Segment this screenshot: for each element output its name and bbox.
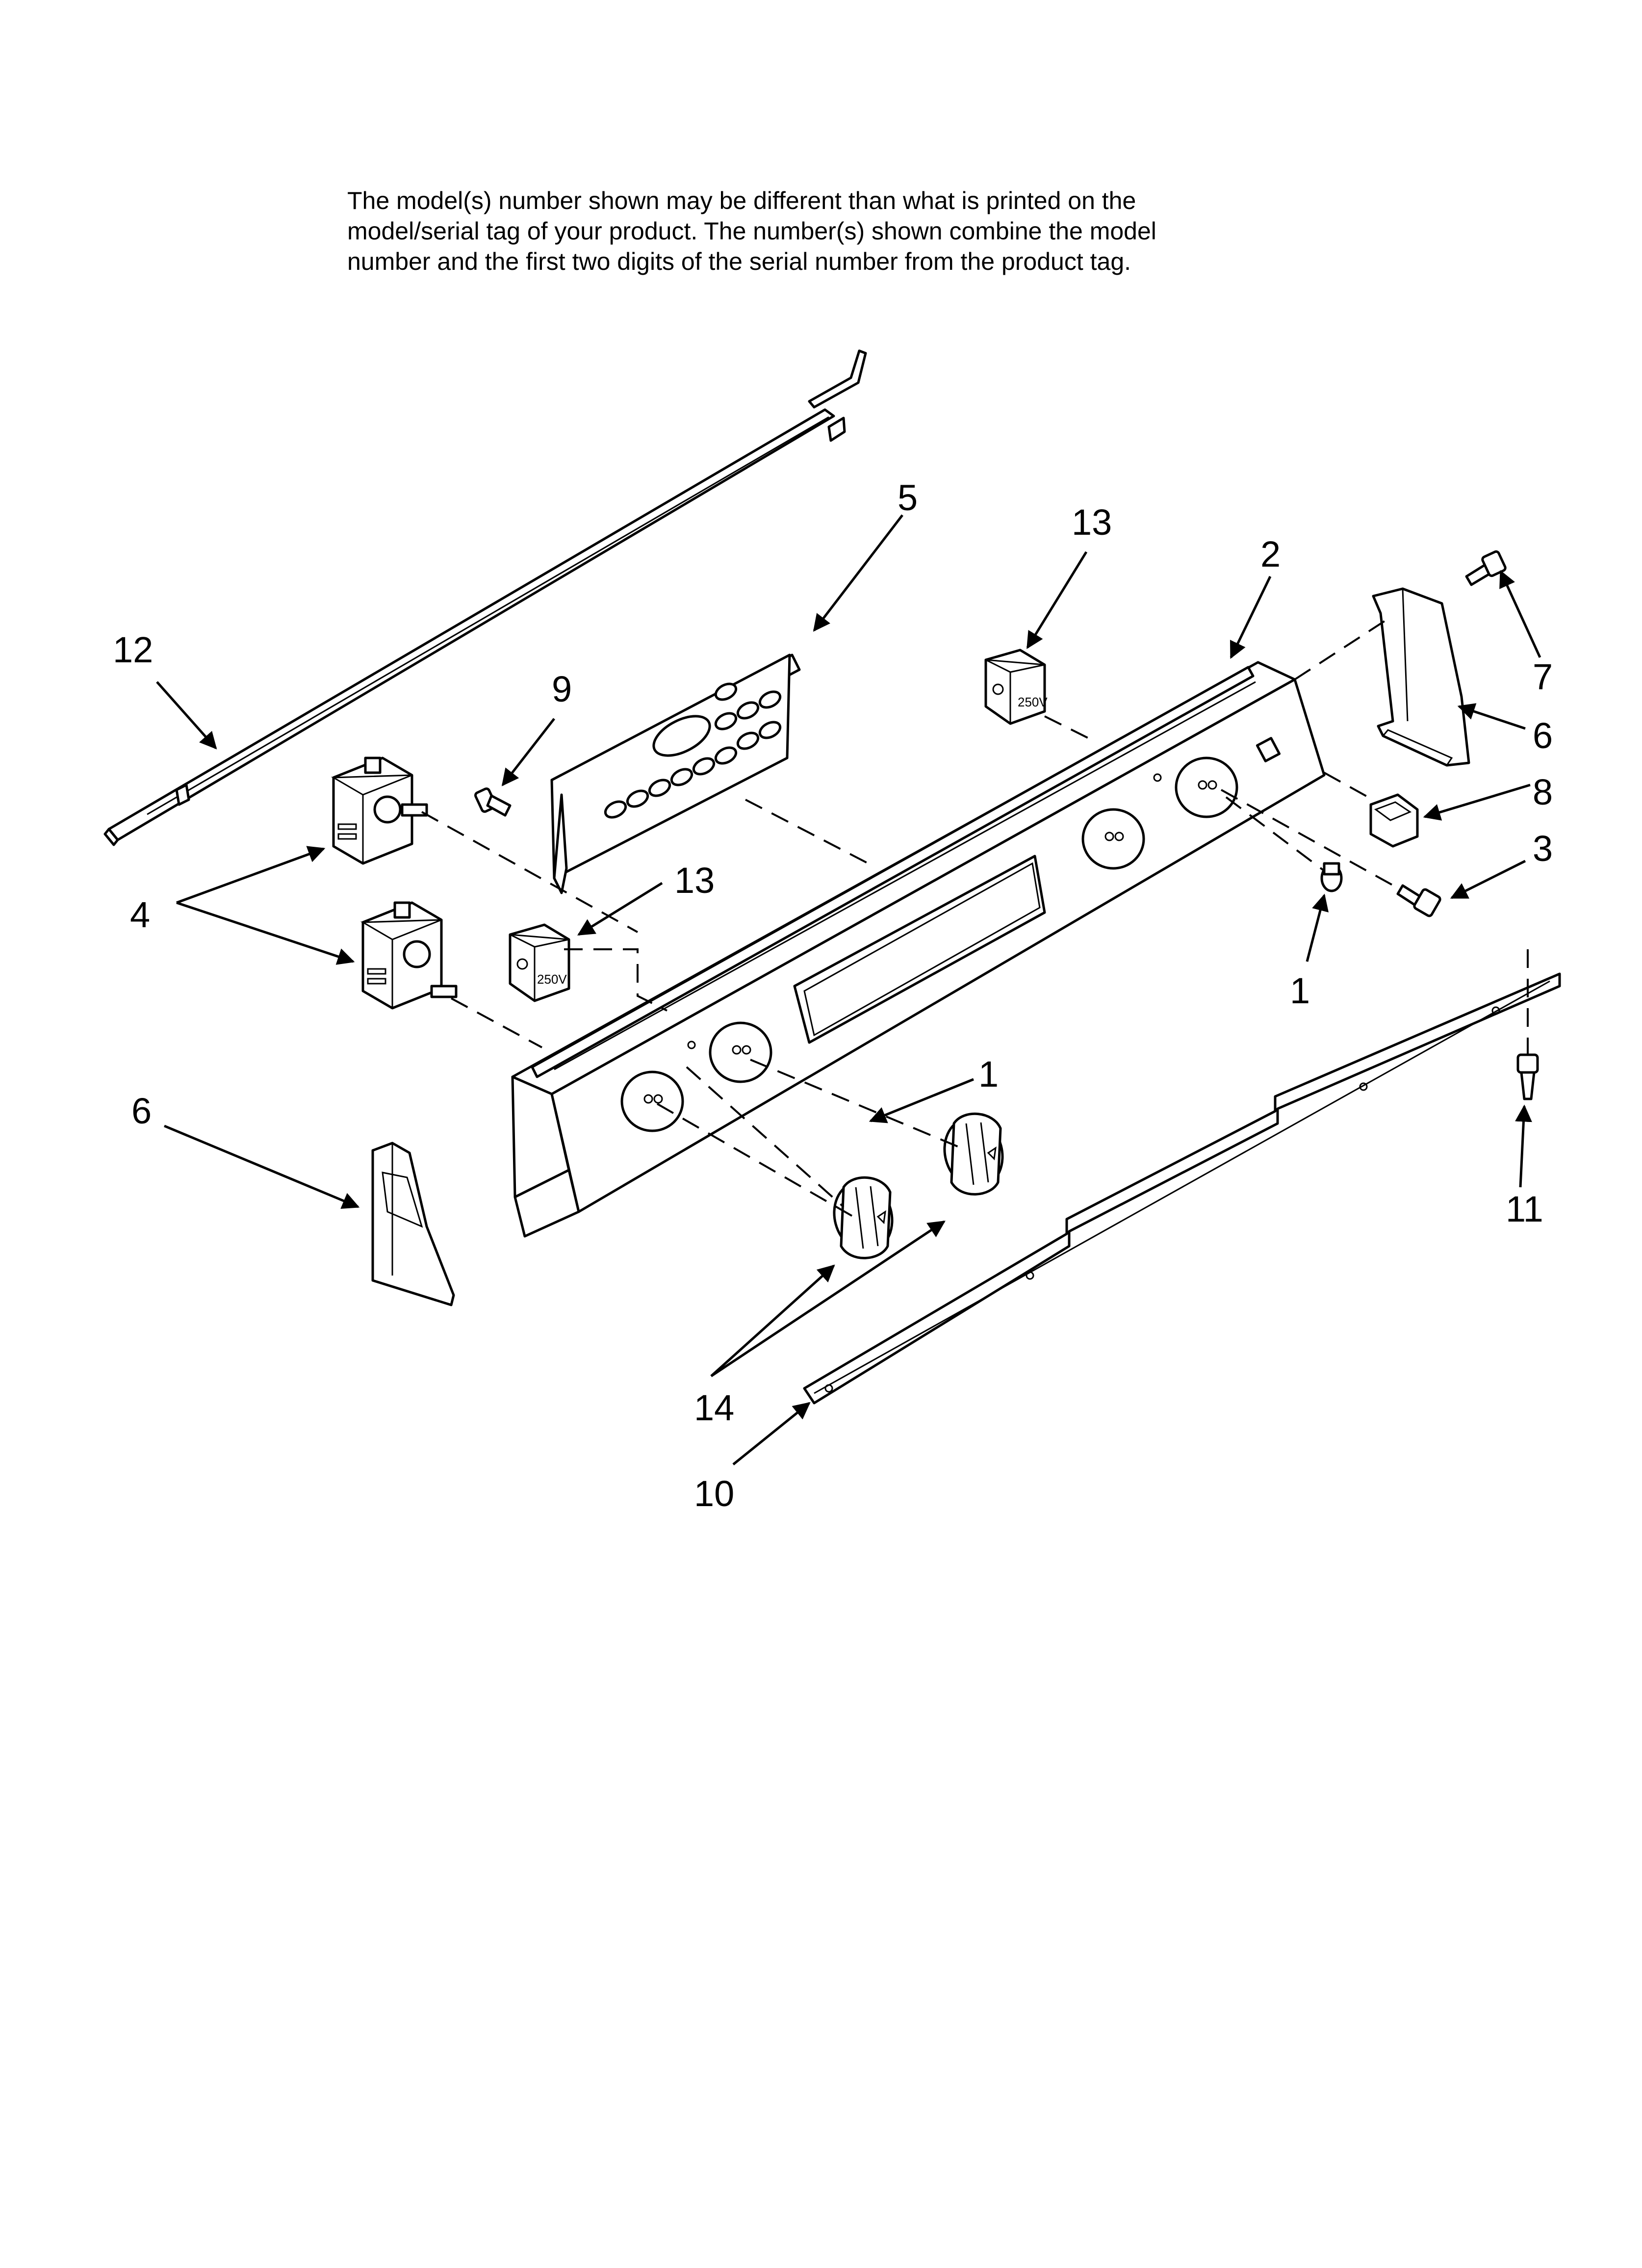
switch-13-upper-marking: 250V: [1018, 695, 1048, 709]
callout-5: 5: [898, 477, 918, 518]
touch-control-panel: [550, 653, 801, 894]
callout-8: 8: [1533, 772, 1553, 812]
callout-labels: 12 5 13 2 7 6 9 8 3 4 13 1 6 1 11 14 10: [113, 477, 1553, 1514]
screw-9: [474, 787, 512, 817]
notice-line-1: The model(s) number shown may be differe…: [347, 187, 1136, 214]
right-end-cap: [1372, 587, 1470, 767]
model-number-notice: The model(s) number shown may be differe…: [347, 185, 1328, 277]
screw-3: [1396, 884, 1441, 917]
knob-right: [943, 1112, 1004, 1196]
callout-3: 3: [1533, 828, 1553, 869]
callout-6-left: 6: [131, 1091, 152, 1131]
callout-13-upper: 13: [1072, 502, 1112, 543]
callout-1-left: 1: [978, 1054, 999, 1095]
callout-4: 4: [130, 894, 150, 935]
screw-7: [1465, 550, 1507, 586]
callout-13-lower: 13: [674, 860, 715, 901]
callout-6-right: 6: [1533, 715, 1553, 756]
callout-2: 2: [1260, 534, 1281, 574]
screw-11: [1516, 1053, 1539, 1100]
switch-13-lower: 250V: [509, 923, 570, 1002]
bottom-rail: [803, 972, 1561, 1405]
left-end-cap: [371, 1142, 455, 1306]
infinite-switch-lower: [360, 901, 458, 1010]
switch-13-lower-marking: 250V: [537, 972, 567, 987]
leader-arrows: [156, 514, 1541, 1465]
top-trim-strip: [103, 349, 867, 846]
infinite-switch-upper: [331, 756, 428, 865]
switch-13-upper: 250V: [984, 649, 1048, 725]
callout-12: 12: [113, 629, 153, 670]
assembly-lines: [421, 615, 1529, 1218]
notice-line-2: model/serial tag of your product. The nu…: [347, 217, 1156, 245]
control-console: [511, 661, 1326, 1238]
knob-left: [833, 1176, 894, 1259]
callout-9: 9: [552, 669, 572, 709]
callout-14: 14: [694, 1387, 734, 1428]
rocker-switch: [1369, 793, 1419, 848]
indicator-light-right: [1320, 862, 1343, 892]
callout-1-right: 1: [1290, 970, 1310, 1011]
callout-10: 10: [694, 1473, 734, 1514]
callout-7: 7: [1533, 656, 1553, 697]
callout-11: 11: [1506, 1189, 1543, 1229]
notice-line-3: number and the first two digits of the s…: [347, 248, 1131, 275]
touch-keypad: [604, 682, 782, 819]
